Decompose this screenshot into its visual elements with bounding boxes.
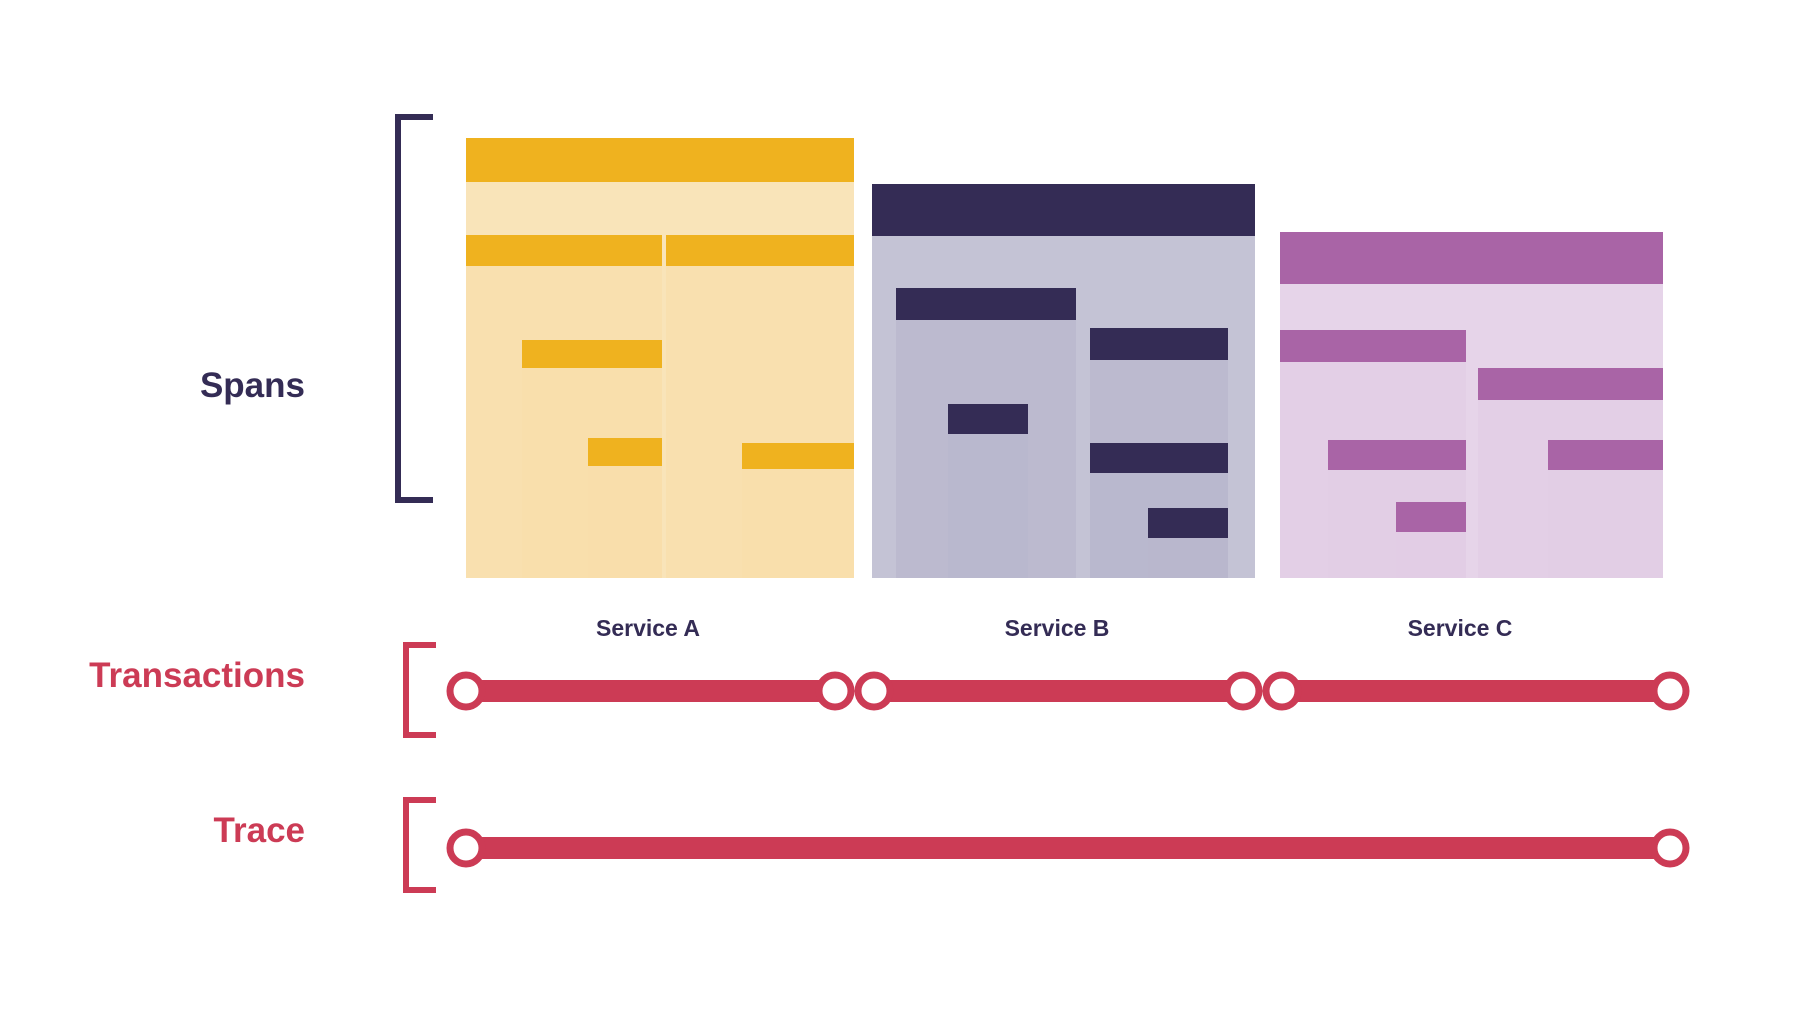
service-a-child-span-a2-header [666, 235, 854, 266]
transaction-c-marker-start[interactable] [1262, 671, 1302, 711]
service-c-child-span-c2-header [1478, 368, 1663, 400]
service-b-child-span-b1-header [896, 288, 1076, 320]
service-b-child-span-b2-header [1090, 328, 1228, 360]
service-b-grandchild-span-b1[interactable] [948, 404, 1028, 578]
transaction-b[interactable] [854, 671, 1263, 711]
service-a-child-span-a1-header [466, 235, 662, 266]
service-group-service-b [872, 184, 1255, 578]
service-a-root-span-a1-header [466, 138, 854, 182]
service-label-service-c: Service C [1407, 615, 1513, 641]
row-label-trace: Trace [213, 811, 305, 850]
service-group-service-a [466, 138, 854, 578]
service-a-grandchild-span-a1-header [522, 340, 662, 368]
service-a-grandchild-span-a2[interactable] [588, 438, 662, 578]
service-c-grandchild-span-c3-header [1396, 502, 1466, 532]
service-b-grandchild-span-b3-header [1148, 508, 1228, 538]
service-label-service-a: Service A [596, 615, 700, 641]
transaction-c[interactable] [1262, 671, 1690, 711]
bracket-spans [395, 114, 433, 503]
transaction-b-marker-end[interactable] [1223, 671, 1263, 711]
timelines-layer [446, 671, 1690, 868]
service-c-root-span-c1-header [1280, 232, 1663, 284]
trace-bar-marker-end[interactable] [1650, 828, 1690, 868]
service-label-service-b: Service B [1004, 615, 1110, 641]
service-a-grandchild-span-a3[interactable] [742, 443, 854, 578]
bracket-transactions [403, 642, 436, 738]
brackets-layer [395, 114, 436, 893]
bracket-trace [403, 797, 436, 893]
row-label-transactions: Transactions [89, 656, 305, 695]
service-a-grandchild-span-a3-header [742, 443, 854, 469]
service-a-grandchild-span-a2-header [588, 438, 662, 466]
spans-layer [466, 138, 1663, 578]
transaction-a[interactable] [446, 671, 855, 711]
transaction-a-marker-end[interactable] [815, 671, 855, 711]
service-c-child-span-c1-header [1280, 330, 1466, 362]
service-b-grandchild-span-b1-header [948, 404, 1028, 434]
service-group-service-c [1280, 232, 1663, 578]
service-b-grandchild-span-b3[interactable] [1148, 508, 1228, 578]
trace-bar-marker-start[interactable] [446, 828, 486, 868]
transaction-c-marker-end[interactable] [1650, 671, 1690, 711]
service-b-root-span-b1-header [872, 184, 1255, 236]
service-b-grandchild-span-b2-header [1090, 443, 1228, 473]
service-c-grandchild-span-c2-header [1548, 440, 1663, 470]
row-label-spans: Spans [199, 366, 305, 405]
transaction-b-marker-start[interactable] [854, 671, 894, 711]
service-c-grandchild-span-c1-header [1328, 440, 1466, 470]
transaction-a-marker-start[interactable] [446, 671, 486, 711]
service-c-grandchild-span-c3[interactable] [1396, 502, 1466, 578]
service-c-grandchild-span-c2[interactable] [1548, 440, 1663, 578]
trace-bar[interactable] [446, 828, 1690, 868]
